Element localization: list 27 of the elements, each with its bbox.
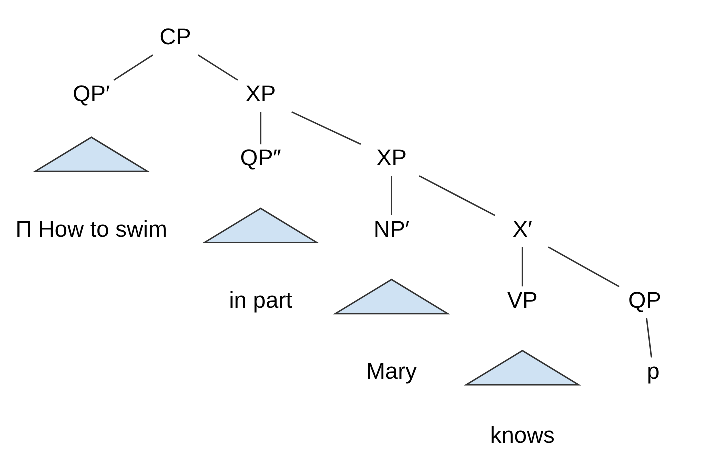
node-label: knows	[490, 422, 555, 448]
node-label: Mary	[366, 358, 418, 384]
node-text: XP	[376, 144, 407, 170]
node-text: QP	[628, 286, 662, 312]
node-label: in part	[229, 286, 293, 312]
connector	[646, 318, 652, 358]
node-text: XP	[246, 80, 276, 106]
connector	[260, 112, 262, 144]
node-triangle	[32, 136, 150, 172]
connector	[391, 176, 392, 215]
node-text: p	[647, 358, 660, 384]
connector	[292, 111, 362, 145]
node-label: Π How to swim	[16, 215, 168, 242]
node-triangle	[333, 278, 450, 314]
node-text: NP′	[374, 215, 410, 242]
node-text: QP′	[73, 80, 110, 106]
connector	[114, 54, 154, 80]
node-text: VP	[507, 286, 538, 312]
node-text: CP	[160, 23, 192, 50]
connector	[522, 246, 524, 286]
node-text: QP″	[240, 144, 282, 170]
node-triangle	[464, 350, 582, 386]
node-text: X′	[512, 215, 532, 242]
connector	[419, 175, 496, 216]
node-triangle	[202, 207, 320, 243]
connector	[548, 246, 620, 287]
connector	[198, 54, 238, 80]
